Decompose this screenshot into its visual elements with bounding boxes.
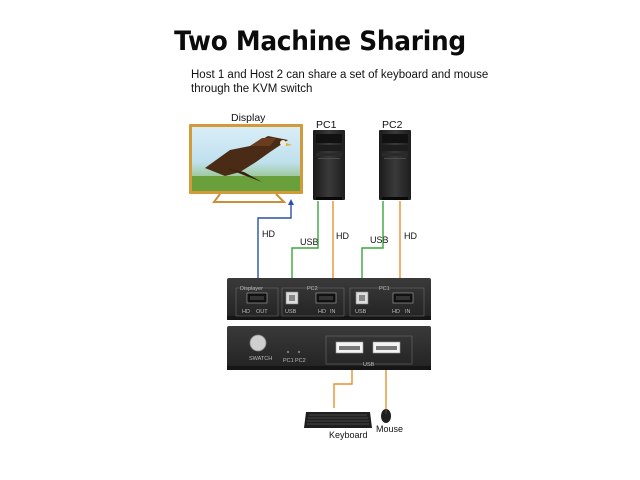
pc2-led	[297, 350, 301, 354]
usb-pc2-cable-label: USB	[370, 235, 389, 245]
group-displayer: Displayer	[240, 286, 263, 292]
group-pc1: PC1	[379, 286, 390, 292]
subtitle: Host 1 and Host 2 can share a set of key…	[191, 68, 491, 96]
display-cable	[257, 203, 292, 290]
hd-display-cable-label: HD	[262, 229, 275, 239]
pc2-label: PC2	[382, 119, 403, 131]
port-hd-pc1: HD	[392, 309, 400, 315]
pc1-led	[286, 350, 290, 354]
usb-pc1-cable-label: USB	[300, 237, 319, 247]
keyboard-label: Keyboard	[329, 430, 368, 440]
port-in-pc1: IN	[405, 309, 411, 315]
port-hd-displayer: HD	[242, 309, 250, 315]
hd-pc1-cable-label: HD	[336, 231, 349, 241]
usb-group-label: USB	[363, 362, 375, 368]
keyboard-cable	[333, 355, 353, 408]
usb-port-1	[335, 341, 364, 354]
kvm-back-panel: Displayer PC2 PC1 HD OUT USB HD IN USB H…	[227, 278, 431, 320]
cables	[257, 199, 401, 410]
port-hd-pc2: HD	[318, 309, 326, 315]
display-label: Display	[231, 112, 266, 124]
usb-pc2-cable	[361, 201, 384, 292]
pc1-tower	[313, 130, 345, 200]
page-title: Two Machine Sharing	[174, 26, 466, 57]
switch-label: SWATCH	[249, 356, 272, 362]
usb-port-2	[372, 341, 401, 354]
hd-pc2-cable-label: HD	[404, 231, 417, 241]
pc2-tower	[379, 130, 411, 200]
switch-button	[249, 334, 267, 352]
mouse-icon	[381, 409, 391, 423]
display-monitor	[189, 124, 303, 203]
pc1-led-label: PC1	[283, 358, 294, 364]
mouse-label: Mouse	[376, 424, 404, 434]
pc2-led-label: PC2	[295, 358, 306, 364]
kvm-front-panel: SWATCH PC1 PC2 USB	[227, 326, 431, 370]
subtitle-line-1: Host 1 and Host 2 can share a set of key…	[191, 69, 489, 81]
group-pc2: PC2	[307, 286, 318, 292]
port-in-pc2: IN	[330, 309, 336, 315]
port-out: OUT	[256, 309, 268, 315]
port-usb-pc1: USB	[355, 309, 367, 315]
keyboard-icon	[304, 412, 372, 428]
pc1-label: PC1	[316, 119, 337, 131]
port-usb-pc2: USB	[285, 309, 297, 315]
subtitle-line-2: through the KVM switch	[191, 83, 313, 95]
